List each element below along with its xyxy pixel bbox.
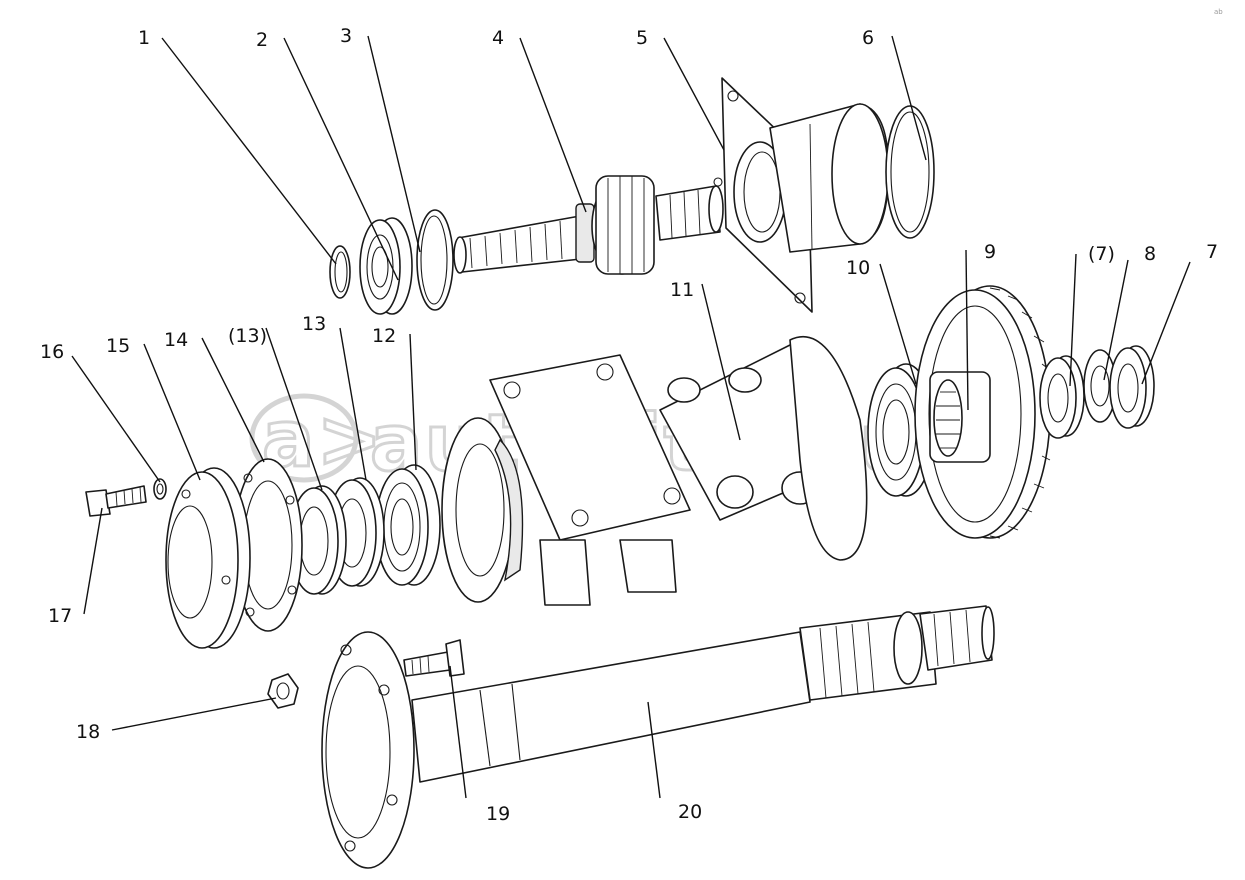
leader-5 (663, 37, 725, 151)
leader-17 (83, 507, 103, 615)
part-12-bearing (375, 464, 441, 586)
callout-15: 15 (106, 335, 130, 357)
leader-8 (1103, 259, 1129, 381)
leader-2 (283, 37, 399, 281)
corner-mark: ab (1214, 8, 1223, 16)
callout-8: 8 (1144, 243, 1156, 265)
leader-3 (367, 35, 421, 253)
leader-10 (879, 263, 917, 385)
callout-7b: (7) (1088, 243, 1115, 265)
callout-11: 11 (670, 279, 694, 301)
leader-lines (71, 35, 1191, 799)
leader-9 (965, 249, 969, 411)
callout-3: 3 (340, 25, 352, 47)
leader-6 (891, 35, 927, 161)
part-18-nut (267, 673, 299, 709)
part-9-large-gear (914, 285, 1053, 539)
leader-16 (71, 355, 161, 483)
part-2-bearing (359, 217, 413, 315)
leader-15 (143, 343, 201, 481)
callout-4: 4 (492, 27, 504, 49)
part-7b-nut (1039, 355, 1085, 439)
leader-14 (201, 337, 265, 463)
leader-19 (449, 665, 467, 799)
callout-1: 1 (138, 27, 150, 49)
callout-7: 7 (1206, 241, 1218, 263)
part-19-stud-bolt (403, 639, 465, 677)
callout-labels: 1 2 3 4 5 6 7 (7) 8 9 10 11 12 13 (13) 1… (40, 25, 1218, 825)
callout-16: 16 (40, 341, 64, 363)
part-4-splined-shaft (453, 175, 724, 275)
part-1-snap-ring (329, 245, 351, 299)
callout-20: 20 (678, 801, 702, 823)
part-20-axle-shaft (321, 605, 995, 869)
callout-5: 5 (636, 27, 648, 49)
leader-13b (265, 327, 323, 491)
leader-11 (701, 283, 741, 441)
leader-20 (647, 701, 661, 799)
callout-6: 6 (862, 27, 874, 49)
callout-12: 12 (372, 325, 396, 347)
leader-4 (519, 37, 587, 213)
callout-18: 18 (76, 721, 100, 743)
leader-1 (161, 37, 337, 265)
part-17-bolt (85, 485, 147, 517)
callout-13b: (13) (228, 325, 267, 347)
leader-7 (1141, 261, 1191, 385)
part-3-ring (416, 209, 454, 311)
part-11-main-housing (441, 335, 868, 606)
leader-13 (339, 327, 367, 481)
part-6-o-ring (885, 105, 935, 239)
callout-14: 14 (164, 329, 188, 351)
leader-7b (1069, 253, 1077, 387)
leader-12 (409, 333, 417, 471)
part-16-washer (153, 478, 167, 500)
callout-10: 10 (846, 257, 870, 279)
callout-19: 19 (486, 803, 510, 825)
callout-13: 13 (302, 313, 326, 335)
part-7-nut (1109, 345, 1155, 429)
part-15-flange-cover (165, 467, 251, 649)
callout-2: 2 (256, 29, 268, 51)
callout-17: 17 (48, 605, 72, 627)
part-5-flanged-housing (713, 77, 889, 313)
callout-9: 9 (984, 241, 996, 263)
leader-18 (111, 697, 277, 731)
